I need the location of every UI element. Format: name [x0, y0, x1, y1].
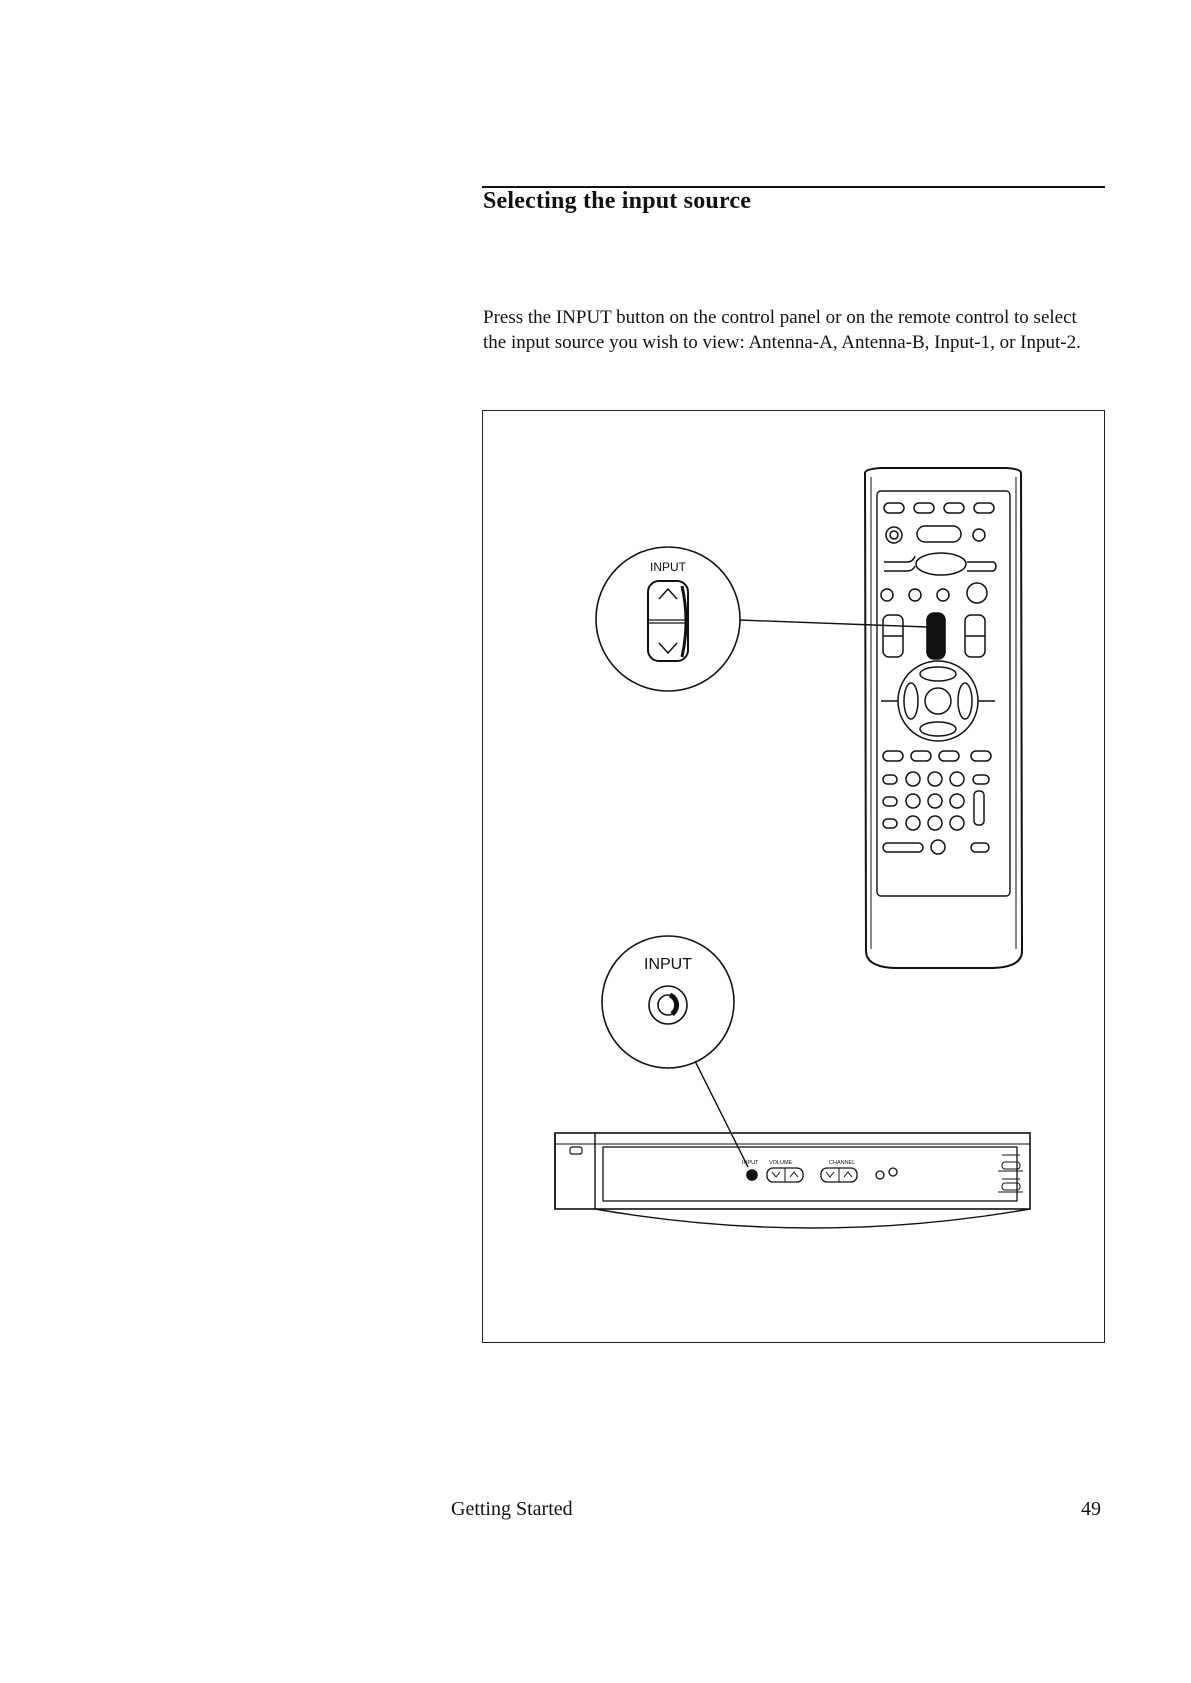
panel-callout-leader [695, 1061, 748, 1167]
remote-input-button [927, 613, 945, 659]
footer-section: Getting Started [451, 1498, 573, 1521]
page-title: Selecting the input source [483, 188, 751, 215]
body-paragraph: Press the INPUT button on the control pa… [483, 305, 1103, 355]
panel-volume-label: VOLUME [769, 1160, 793, 1166]
chevron-down-icon [659, 643, 677, 653]
tv-control-panel: INPUT VOLUME CHANNEL [555, 1133, 1030, 1228]
panel-callout-label: INPUT [644, 956, 692, 973]
chevron-up-icon [659, 589, 677, 599]
remote-input-callout: INPUT [596, 547, 740, 691]
chevron-down-icon [826, 1172, 834, 1177]
panel-input-callout: INPUT [602, 936, 734, 1068]
figure-frame: INPUT INPUT INPUT VOLUME CHA [482, 410, 1105, 1343]
remote-callout-leader [739, 620, 927, 627]
chevron-down-icon [772, 1172, 780, 1177]
remote-callout-label: INPUT [650, 560, 687, 574]
illustration: INPUT INPUT INPUT VOLUME CHA [483, 411, 1106, 1344]
chevron-up-icon [844, 1172, 852, 1177]
chevron-up-icon [790, 1172, 798, 1177]
remote-control [865, 468, 1022, 968]
panel-channel-label: CHANNEL [829, 1160, 855, 1166]
page-number: 49 [1081, 1498, 1101, 1521]
panel-input-button [747, 1170, 757, 1180]
panel-input-label: INPUT [742, 1160, 759, 1166]
